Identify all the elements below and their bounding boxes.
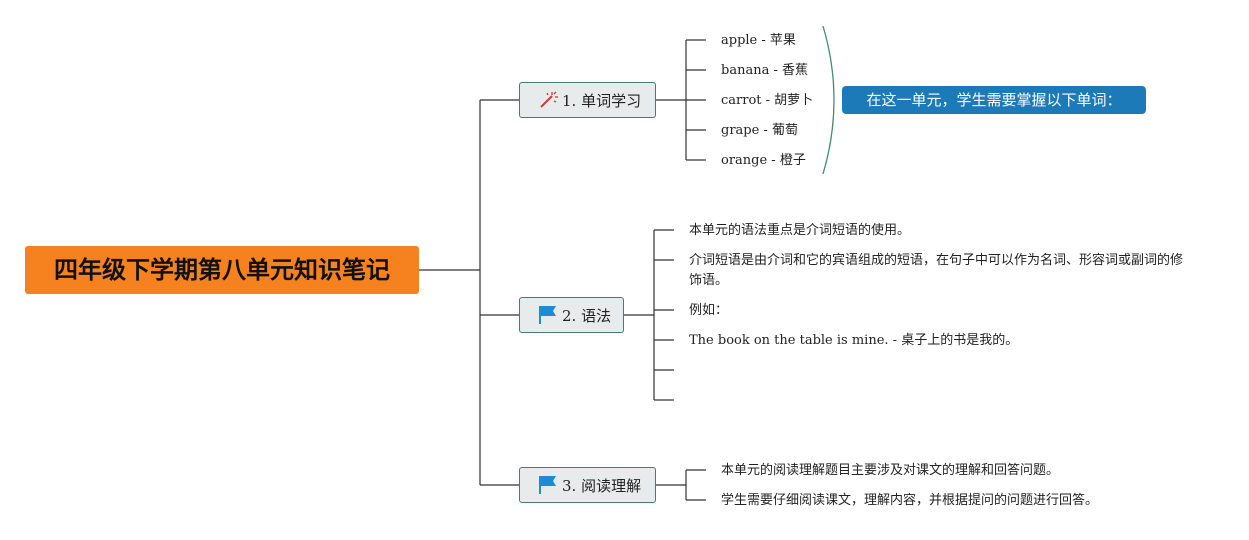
branch-label: 2. 语法 xyxy=(562,306,612,325)
grammar-item-definition[interactable]: 介词短语是由介词和它的宾语组成的短语，在句子中可以作为名词、形容词或副词的修饰语… xyxy=(689,253,1184,288)
branch-label: 3. 阅读理解 xyxy=(562,476,642,495)
branch-vocabulary[interactable]: 1. 单词学习 xyxy=(519,82,656,118)
vocab-item-carrot[interactable]: carrot - 胡萝卜 xyxy=(721,93,814,108)
grammar-item-example-label[interactable]: 例如： xyxy=(689,303,729,318)
summary-bracket xyxy=(822,25,835,175)
vocab-item-apple[interactable]: apple - 苹果 xyxy=(721,33,796,48)
flag-icon xyxy=(538,305,558,325)
vocab-item-orange[interactable]: orange - 橙子 xyxy=(721,153,806,168)
reading-item-scope[interactable]: 本单元的阅读理解题目主要涉及对课文的理解和回答问题。 xyxy=(721,463,1060,478)
vocab-item-grape[interactable]: grape - 葡萄 xyxy=(721,123,798,138)
magic-wand-icon xyxy=(538,90,558,110)
branch-grammar[interactable]: 2. 语法 xyxy=(519,297,624,333)
vocab-item-banana[interactable]: banana - 香蕉 xyxy=(721,63,808,78)
flag-icon xyxy=(538,475,558,495)
root-topic[interactable]: 四年级下学期第八单元知识笔记 xyxy=(25,246,419,294)
grammar-item-example[interactable]: The book on the table is mine. - 桌子上的书是我… xyxy=(689,333,1019,348)
vocabulary-summary[interactable]: 在这一单元，学生需要掌握以下单词： xyxy=(842,86,1146,114)
grammar-item-focus[interactable]: 本单元的语法重点是介词短语的使用。 xyxy=(689,223,911,238)
branch-reading[interactable]: 3. 阅读理解 xyxy=(519,467,656,503)
branch-label: 1. 单词学习 xyxy=(562,91,642,110)
reading-item-instruction[interactable]: 学生需要仔细阅读课文，理解内容，并根据提问的问题进行回答。 xyxy=(721,493,1099,508)
